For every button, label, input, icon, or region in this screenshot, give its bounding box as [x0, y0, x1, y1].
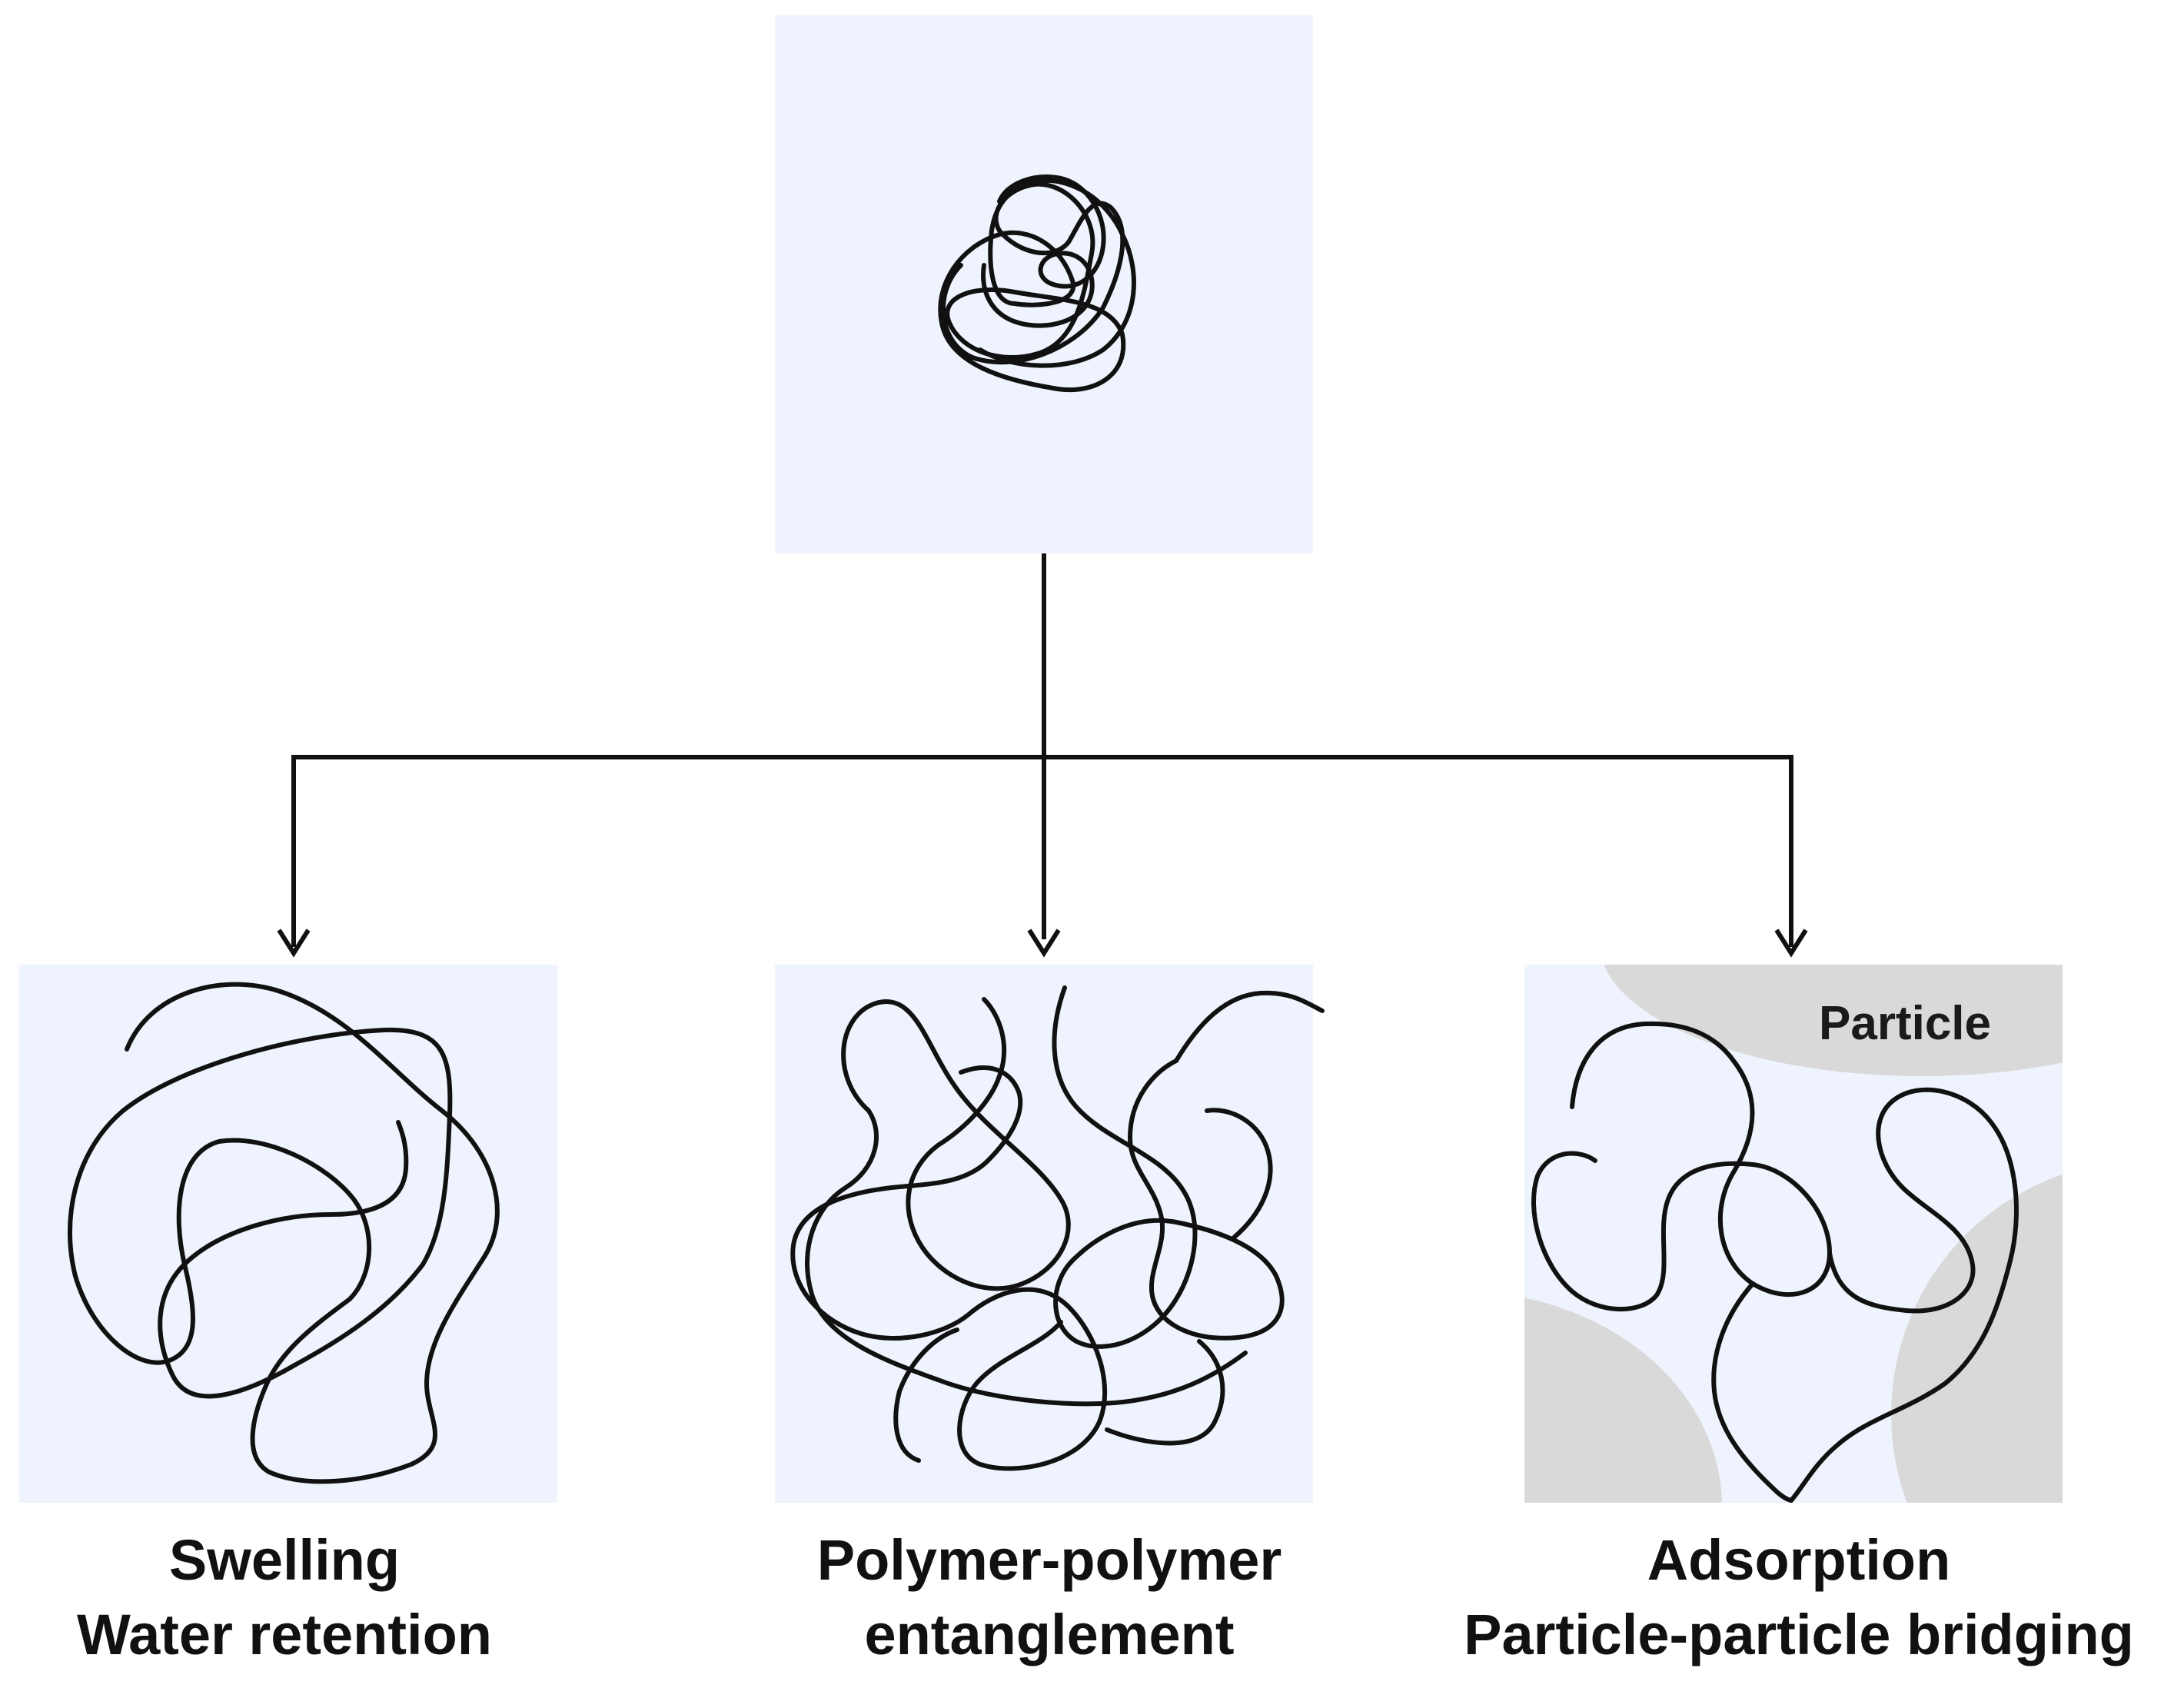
swelling-panel-background: [19, 965, 557, 1503]
root-panel: [775, 15, 1313, 553]
entangled-chain-6: [893, 1108, 1273, 1463]
particle-top-right: [1604, 965, 2063, 1076]
caption-bridging-line1: Adsorption: [1647, 1528, 1951, 1592]
bridging-panel: Particle: [1524, 965, 2063, 1503]
bridging-polymer-chain-3: [1711, 1281, 1793, 1503]
connector-lines: [277, 553, 1808, 958]
bridging-polymer-chain: [1531, 1021, 1832, 1312]
arrowhead-swelling: [277, 929, 311, 958]
entanglement-panel-background: [775, 965, 1313, 1503]
captions: Swelling Water retention Polymer-polymer…: [77, 1528, 2134, 1666]
caption-swelling-line1: Swelling: [169, 1528, 400, 1592]
entangled-chain-5: [805, 1108, 1248, 1407]
particle-bottom-left: [1524, 1298, 1722, 1503]
caption-bridging-line2: Particle-particle bridging: [1464, 1603, 2134, 1666]
caption-entanglement-line2: entanglement: [864, 1603, 1234, 1666]
arrowhead-bridging: [1774, 929, 1808, 958]
caption-entanglement-line1: Polymer-polymer: [817, 1528, 1282, 1592]
entangled-chain-4: [1174, 990, 1325, 1063]
particle-bottom-right: [1891, 1174, 2063, 1503]
caption-swelling-line2: Water retention: [77, 1603, 492, 1666]
entangled-chain-1: [841, 997, 1071, 1291]
bridging-polymer-chain-2: [1789, 1087, 2019, 1503]
swelling-panel: [19, 965, 557, 1503]
entangled-chain-2: [790, 1065, 1108, 1471]
root-panel-background: [775, 15, 1313, 553]
coiled-polymer-chain-2: [981, 174, 1106, 328]
entanglement-panel: [775, 965, 1325, 1503]
swollen-polymer-chain: [67, 982, 500, 1484]
branch-bar: [291, 755, 1793, 947]
entangled-chain-3: [1052, 985, 1285, 1349]
arrowhead-entanglement: [1027, 929, 1061, 958]
particle-label: Particle: [1819, 997, 1991, 1050]
